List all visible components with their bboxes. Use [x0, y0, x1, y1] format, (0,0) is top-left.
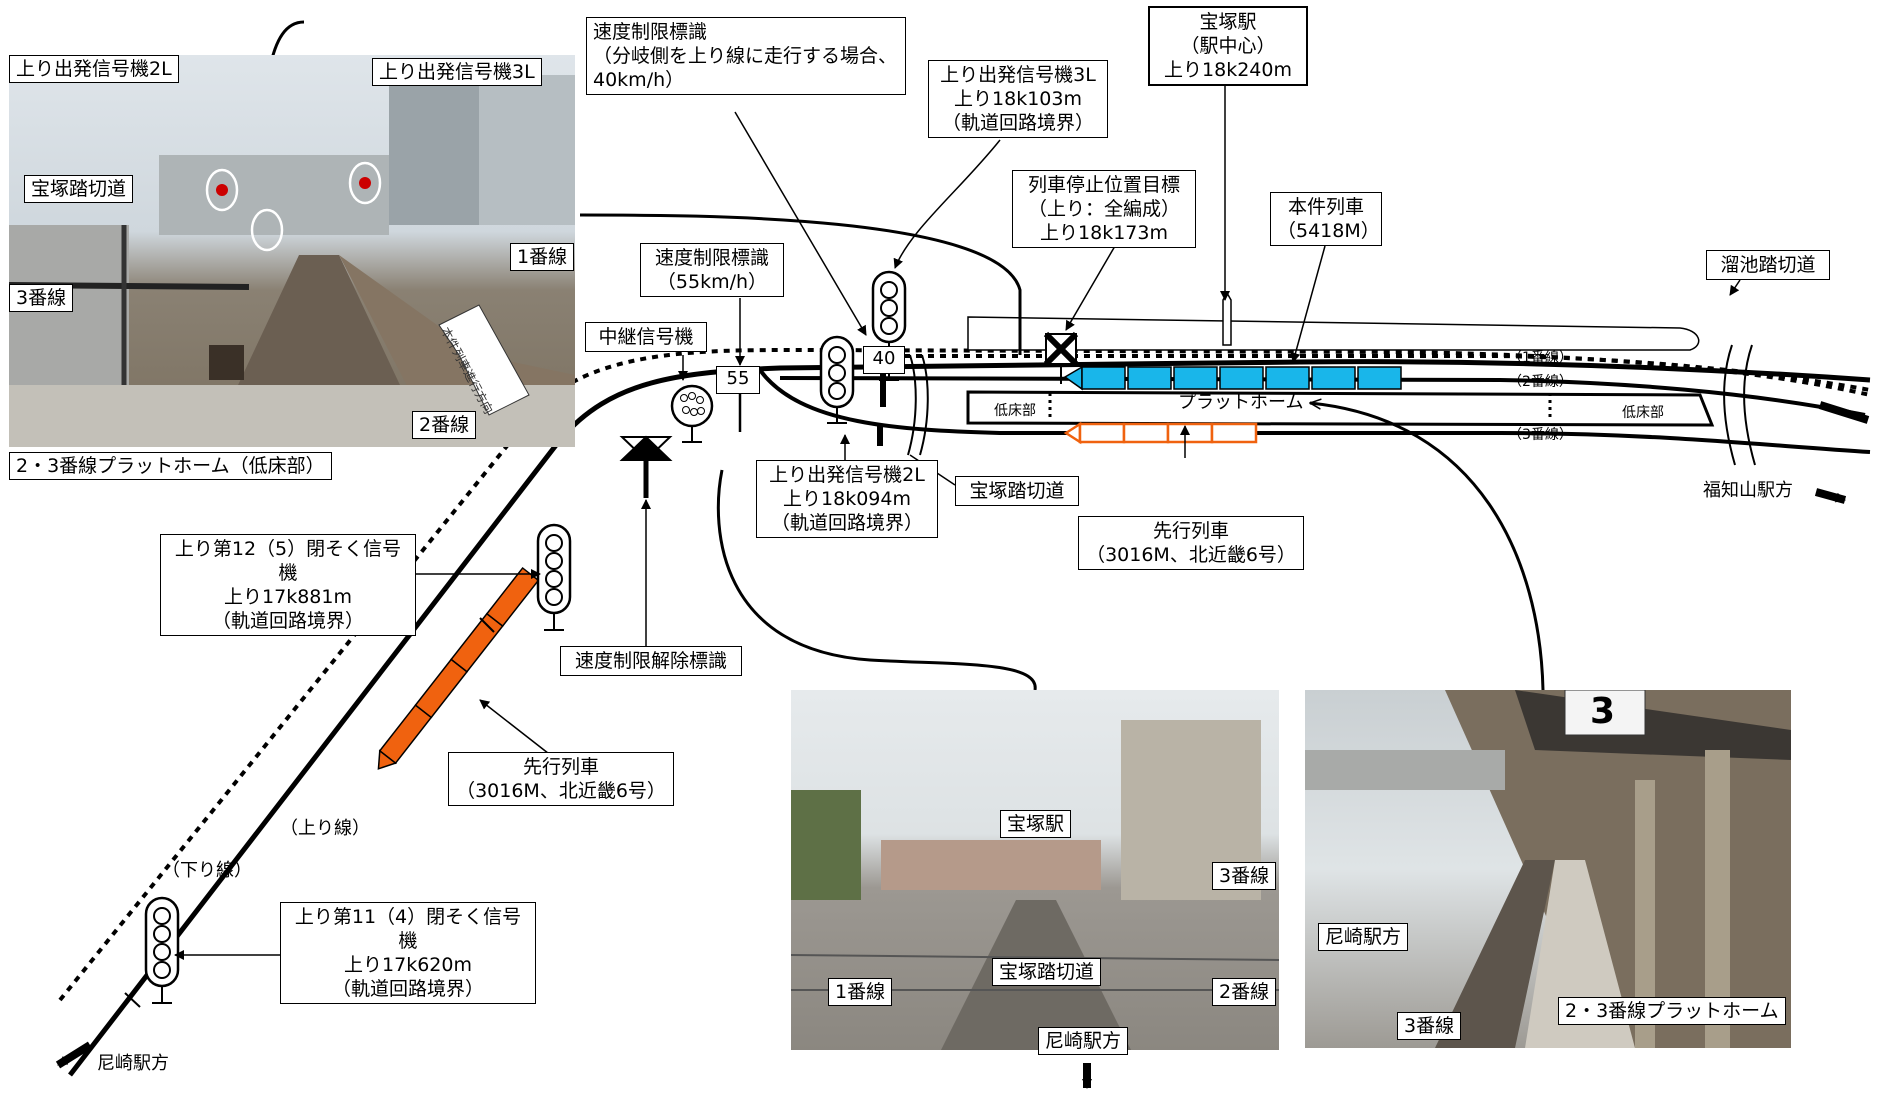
label-block-signal-12: 上り第12（5）閉そく信号機 上り17k881m （軌道回路境界） — [160, 534, 416, 636]
photo1-crossing: 宝塚踏切道 — [24, 175, 134, 203]
photo2-track3: 3番線 — [1212, 862, 1277, 890]
preceding-train-top — [1063, 421, 1258, 445]
photo1-track2: 2番線 — [412, 411, 477, 439]
photo1-scene — [9, 75, 575, 447]
low-floor-left: 低床部 — [994, 403, 1036, 419]
photo3-track3: 3番線 — [1397, 1012, 1462, 1040]
label-block-signal-11: 上り第11（4）閉そく信号機 上り17k620m （軌道回路境界） — [280, 902, 536, 1004]
amagasaki-label: 尼崎駅方 — [97, 1053, 169, 1074]
photo1-track3: 3番線 — [9, 284, 74, 312]
label-stop-position: 列車停止位置目標 （上り：全編成） 上り18k173m — [1012, 170, 1196, 248]
speed-release-sign — [619, 435, 673, 498]
fukuchiyama-arrow — [1814, 488, 1847, 504]
label-this-train: 本件列車 （5418M） — [1270, 192, 1382, 246]
label-tamariike: 溜池踏切道 — [1706, 250, 1830, 280]
photo1-signal-3l: 上り出発信号機3L — [372, 58, 542, 86]
down-line-label: （下り線） — [162, 860, 252, 881]
photo1-track1: 1番線 — [510, 243, 575, 271]
relay-signal — [670, 384, 714, 443]
photo-crossing-view: 本件列車進行方向 — [9, 55, 575, 447]
photo1-platform: 2・3番線プラットホーム（低床部） — [9, 452, 332, 480]
signal-3l — [871, 270, 907, 381]
label-takarazuka-station: 宝塚駅 （駅中心） 上り18k240m — [1148, 6, 1308, 86]
platform-label: プラットホーム — [1178, 392, 1304, 413]
label-speed-sign-branch: 速度制限標識 （分岐側を上り線に走行する場合、 40km/h） — [586, 17, 906, 95]
photo3-direction: 尼崎駅方 — [1318, 923, 1409, 951]
photo2-crossing: 宝塚踏切道 — [992, 958, 1102, 986]
speed-sign-40: 40 — [863, 346, 905, 374]
label-speed-sign-55: 速度制限標識 （55km/h） — [640, 243, 784, 297]
track2-line — [779, 376, 1866, 417]
label-start-signal-3l: 上り出発信号機3L 上り18k103m （軌道回路境界） — [928, 60, 1108, 138]
stop-position-marker — [1043, 331, 1079, 384]
block-signal-11 — [144, 896, 180, 1004]
photo2-direction: 尼崎駅方 — [1038, 1027, 1129, 1055]
track3-line — [758, 368, 1871, 454]
photo-platform-view: 3 — [1305, 690, 1791, 1048]
up-line-label: （上り線） — [280, 818, 370, 839]
this-train-5418m — [1063, 365, 1402, 391]
fukuchiyama-label: 福知山駅方 — [1703, 480, 1793, 501]
track-label-1: （1番線） — [1508, 350, 1573, 366]
amagasaki-arrow — [55, 1041, 93, 1069]
photo2-station: 宝塚駅 — [1000, 810, 1072, 838]
block-signal-12 — [536, 523, 572, 631]
low-floor-right: 低床部 — [1622, 405, 1664, 421]
label-takarazuka-crossing: 宝塚踏切道 — [955, 476, 1079, 506]
label-speed-release: 速度制限解除標識 — [560, 646, 742, 676]
track1-dotted — [880, 354, 1871, 392]
label-start-signal-2l: 上り出発信号機2L 上り18k094m （軌道回路境界） — [756, 460, 938, 538]
track-label-3: （3番線） — [1508, 427, 1573, 443]
photo2-track2: 2番線 — [1212, 978, 1277, 1006]
platform-1 — [967, 316, 1700, 351]
track-label-2: （2番線） — [1508, 374, 1573, 390]
signal-2l — [819, 335, 855, 424]
label-relay-signal: 中継信号機 — [585, 322, 707, 352]
label-preceding-top: 先行列車 （3016M、北近畿6号） — [1078, 516, 1304, 570]
label-preceding-bottom: 先行列車 （3016M、北近畿6号） — [448, 752, 674, 806]
photo3-scene — [1305, 690, 1791, 1048]
photo1-signal-2l: 上り出発信号機2L — [9, 55, 179, 83]
photo2-track1: 1番線 — [828, 978, 893, 1006]
photo3-number: 3 — [1590, 691, 1616, 732]
photo3-platform: 2・3番線プラットホーム — [1558, 997, 1786, 1025]
speed-sign-55: 55 — [716, 366, 760, 394]
